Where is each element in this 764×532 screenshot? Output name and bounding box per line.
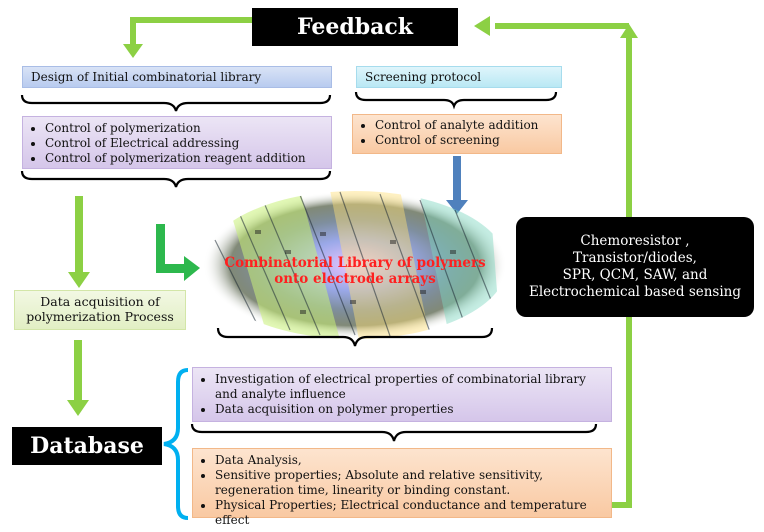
feedback-box: Feedback [252, 8, 458, 46]
screening-controls-box: Control of analyte addition Control of s… [352, 114, 562, 154]
left-down-arrows [67, 196, 90, 416]
library-label-line-2: onto electrode arrays [274, 271, 436, 287]
feedback-loop-arrow [130, 17, 632, 508]
design-library-title: Design of Initial combinatorial library [31, 70, 262, 84]
investigation-box: Investigation of electrical properties o… [192, 367, 612, 422]
electrode-array-image [203, 191, 507, 339]
screening-control-item: Control of analyte addition [375, 118, 561, 133]
polymerization-control-item: Control of polymerization [45, 121, 331, 136]
sensing-line-2: Transistor/diodes, [573, 250, 697, 266]
analysis-item: Physical Properties; Electrical conducta… [215, 498, 603, 528]
data-analysis-box: Data Analysis, Sensitive properties; Abs… [192, 448, 612, 527]
data-acquisition-line-1: Data acquisition of [40, 294, 160, 309]
polymerization-control-item: Control of polymerization reagent additi… [45, 151, 331, 166]
data-acquisition-line-2: polymerization Process [26, 309, 174, 324]
design-library-box: Design of Initial combinatorial library [22, 66, 332, 88]
polymerization-controls-box: Control of polymerization Control of Ele… [22, 116, 332, 169]
arrow-head-feedback-left [474, 16, 490, 36]
investigation-item: Investigation of electrical properties o… [215, 372, 603, 402]
screening-protocol-box: Screening protocol [356, 66, 562, 88]
database-box: Database [12, 427, 162, 465]
braces [20, 91, 598, 442]
investigation-item: Data acquisition on polymer properties [215, 402, 603, 417]
screening-protocol-title: Screening protocol [365, 70, 482, 84]
analysis-item: Sensitive properties; Absolute and relat… [215, 468, 603, 498]
screening-down-arrow [446, 156, 468, 214]
combinatorial-library-label: Combinatorial Library of polymers onto e… [200, 255, 510, 287]
analysis-item: Data Analysis, [215, 453, 603, 468]
polymerization-control-item: Control of Electrical addressing [45, 136, 331, 151]
arrow-head-feedback-up [620, 24, 638, 38]
library-label-line-1: Combinatorial Library of polymers [224, 255, 486, 271]
screening-control-item: Control of screening [375, 133, 561, 148]
sensing-line-4: Electrochemical based sensing [528, 284, 742, 300]
arrow-head-design-down [123, 44, 143, 58]
data-acquisition-box: Data acquisition of polymerization Proce… [14, 290, 186, 330]
sensing-line-3: SPR, QCM, SAW, and [562, 267, 708, 283]
sensing-line-1: Chemoresistor , [580, 233, 690, 249]
database-label: Database [30, 433, 144, 459]
library-entry-arrow [156, 224, 200, 281]
database-brace [163, 368, 189, 520]
feedback-label: Feedback [296, 14, 414, 40]
sensing-methods-box: Chemoresistor , Transistor/diodes, SPR, … [516, 217, 754, 317]
